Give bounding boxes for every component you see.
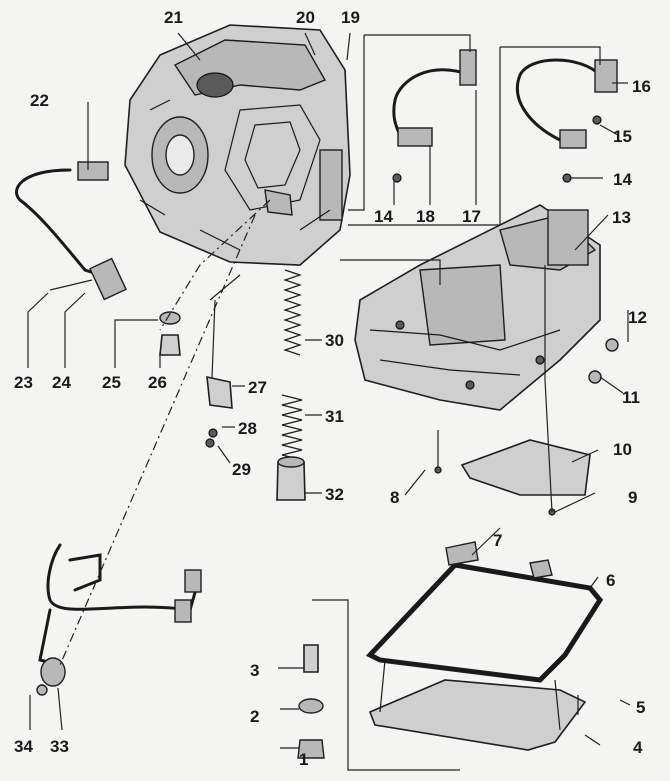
callout-23: 23 (14, 373, 33, 392)
callout-12: 12 (628, 308, 647, 327)
magnet (445, 541, 479, 566)
callout-21: 21 (164, 8, 183, 27)
callout-4: 4 (633, 738, 643, 757)
callout-25: 25 (102, 373, 121, 392)
callout-19: 19 (341, 8, 360, 27)
callout-34: 34 (14, 737, 33, 756)
callout-22: 22 (30, 91, 49, 110)
callout-29: 29 (232, 460, 251, 479)
callout-8: 8 (390, 488, 399, 507)
callout-33: 33 (50, 737, 69, 756)
leader-lines (27, 32, 631, 771)
callout-26: 26 (148, 373, 167, 392)
callout-15: 15 (613, 127, 632, 146)
callout-24: 24 (52, 373, 71, 392)
callout-14b: 14 (613, 170, 632, 189)
callout-9: 9 (628, 488, 637, 507)
callout-14a: 14 (374, 207, 393, 226)
callout-6: 6 (606, 571, 615, 590)
oil-pan (365, 541, 604, 751)
callout-30: 30 (325, 331, 344, 350)
callout-7: 7 (493, 531, 502, 550)
transmission-housing (124, 24, 351, 266)
callout-16: 16 (632, 77, 651, 96)
solenoid-harness (38, 543, 202, 687)
callout-1: 1 (299, 750, 308, 769)
callout-13: 13 (612, 208, 631, 227)
callout-5: 5 (636, 698, 645, 717)
callout-17: 17 (462, 207, 481, 226)
valve-body (354, 204, 601, 411)
callout-28: 28 (238, 419, 257, 438)
callout-20: 20 (296, 8, 315, 27)
callout-31: 31 (325, 407, 344, 426)
callout-11: 11 (622, 388, 640, 407)
callout-18: 18 (416, 207, 435, 226)
wiring-harness-speed-sensor (15, 161, 127, 301)
callout-3: 3 (250, 661, 259, 680)
fasteners (36, 115, 619, 759)
accumulator-assembly (276, 269, 306, 501)
sensor-harness-right (392, 49, 618, 149)
callout-10: 10 (613, 440, 632, 459)
callout-27: 27 (248, 378, 267, 397)
callout-32: 32 (325, 485, 344, 504)
oil-strainer (460, 439, 591, 496)
callout-2: 2 (250, 707, 259, 726)
callout-labels: 1 2 3 4 5 6 7 8 9 10 11 12 13 14 14 15 1… (14, 8, 651, 769)
